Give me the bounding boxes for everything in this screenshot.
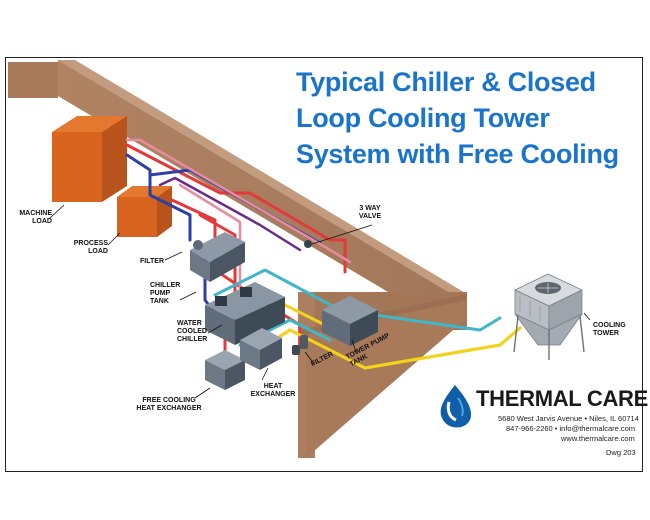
three-way-valve-unit bbox=[304, 240, 312, 248]
free-cooling-heat-exchanger-label: FREE COOLING HEAT EXCHANGER bbox=[136, 397, 202, 412]
water-cooled-chiller-label: WATER COOLED CHILLER bbox=[177, 320, 208, 343]
pipe-purple bbox=[158, 176, 302, 252]
pipe-blue bbox=[125, 153, 192, 242]
pipes bbox=[125, 138, 522, 387]
process-load-box bbox=[117, 186, 172, 237]
brand-address: 5680 West Jarvis Avenue • Niles, IL 6071… bbox=[498, 414, 639, 423]
brand-contact: 847-966-2260 • info@thermalcare.com bbox=[506, 424, 636, 433]
title-line-2: Loop Cooling Tower bbox=[296, 103, 550, 133]
diagram-title: Typical Chiller & Closed Loop Cooling To… bbox=[296, 64, 641, 172]
heat-exchanger-unit bbox=[240, 328, 282, 370]
free-cooling-heat-exchanger-unit bbox=[205, 350, 245, 390]
drawing-frame bbox=[5, 57, 643, 472]
cooling-tower-unit bbox=[513, 273, 585, 360]
pipe-red bbox=[125, 143, 347, 274]
filter-left-label: FILTER bbox=[140, 258, 164, 265]
brand-website: www.thermalcare.com bbox=[561, 434, 635, 443]
brand-name: THERMAL CARE bbox=[476, 386, 648, 411]
chiller-pump-tank-label: CHILLER PUMP TANK bbox=[150, 282, 181, 305]
title-line-1: Typical Chiller & Closed bbox=[296, 67, 596, 97]
three-way-valve-label: 3 WAY VALVE bbox=[358, 205, 382, 220]
title-line-3: System with Free Cooling bbox=[296, 139, 619, 169]
thermal-care-drop-icon bbox=[440, 385, 472, 428]
leader-lines bbox=[49, 204, 591, 399]
chiller-pump-tank-unit bbox=[190, 232, 245, 282]
pipe-pink bbox=[125, 138, 352, 264]
filter-right-unit bbox=[292, 335, 308, 355]
drawing-number: Dwg 203 bbox=[606, 448, 636, 457]
cooling-tower-label: COOLING TOWER bbox=[593, 322, 626, 337]
machine-load-box bbox=[52, 116, 127, 202]
machine-load-label: MACHINE LOAD bbox=[19, 210, 52, 225]
process-load-label: PROCESS LOAD bbox=[73, 240, 108, 255]
heat-exchanger-label: HEAT EXCHANGER bbox=[250, 383, 296, 398]
tower-pump-tank-unit bbox=[322, 296, 378, 346]
water-cooled-chiller-unit bbox=[205, 282, 285, 345]
